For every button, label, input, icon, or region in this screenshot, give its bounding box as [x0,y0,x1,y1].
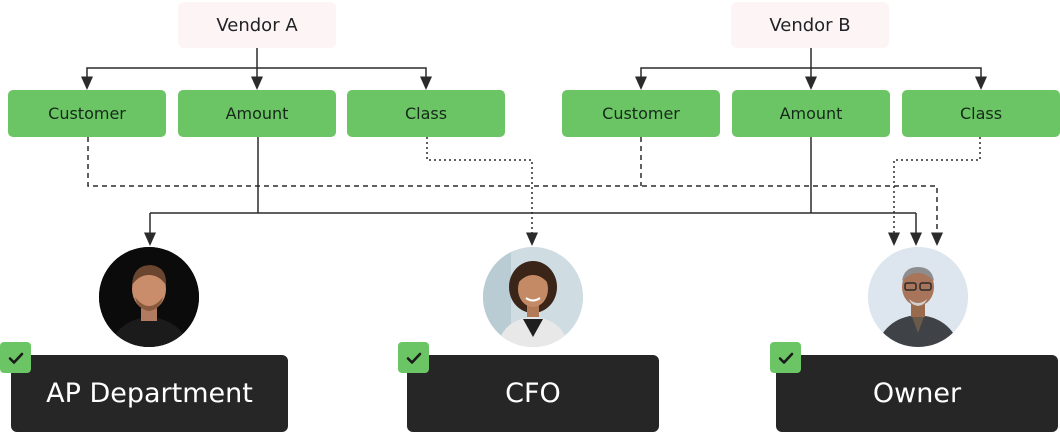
owner-avatar [868,247,968,347]
role-label: Owner [872,378,962,409]
role-label: CFO [505,378,561,409]
field-label: Customer [48,104,126,123]
vendor-a-label: Vendor A [216,14,298,36]
field-customer-a: Customer [8,90,166,137]
role-label: AP Department [46,378,253,409]
vendor-a-node: Vendor A [178,2,336,48]
check-icon [8,352,23,364]
vendor-b-node: Vendor B [731,2,889,48]
field-label: Class [404,104,448,123]
check-icon [778,352,793,364]
field-amount-b: Amount [732,90,890,137]
check-badge-cfo [398,342,429,373]
vendor-b-label: Vendor B [769,14,851,36]
cfo-avatar [483,247,583,347]
field-label: Class [959,104,1003,123]
owner-box: Owner [776,355,1058,432]
cfo-box: CFO [407,355,659,432]
field-class-a: Class [347,90,505,137]
ap-department-avatar [99,247,199,347]
check-badge-ap-department [0,342,31,373]
field-class-b: Class [902,90,1060,137]
field-label: Amount [225,104,289,123]
field-amount-a: Amount [178,90,336,137]
field-label: Customer [602,104,680,123]
field-label: Amount [779,104,843,123]
field-customer-b: Customer [562,90,720,137]
ap-department-box: AP Department [11,355,288,432]
check-icon [406,352,421,364]
check-badge-owner [770,342,801,373]
